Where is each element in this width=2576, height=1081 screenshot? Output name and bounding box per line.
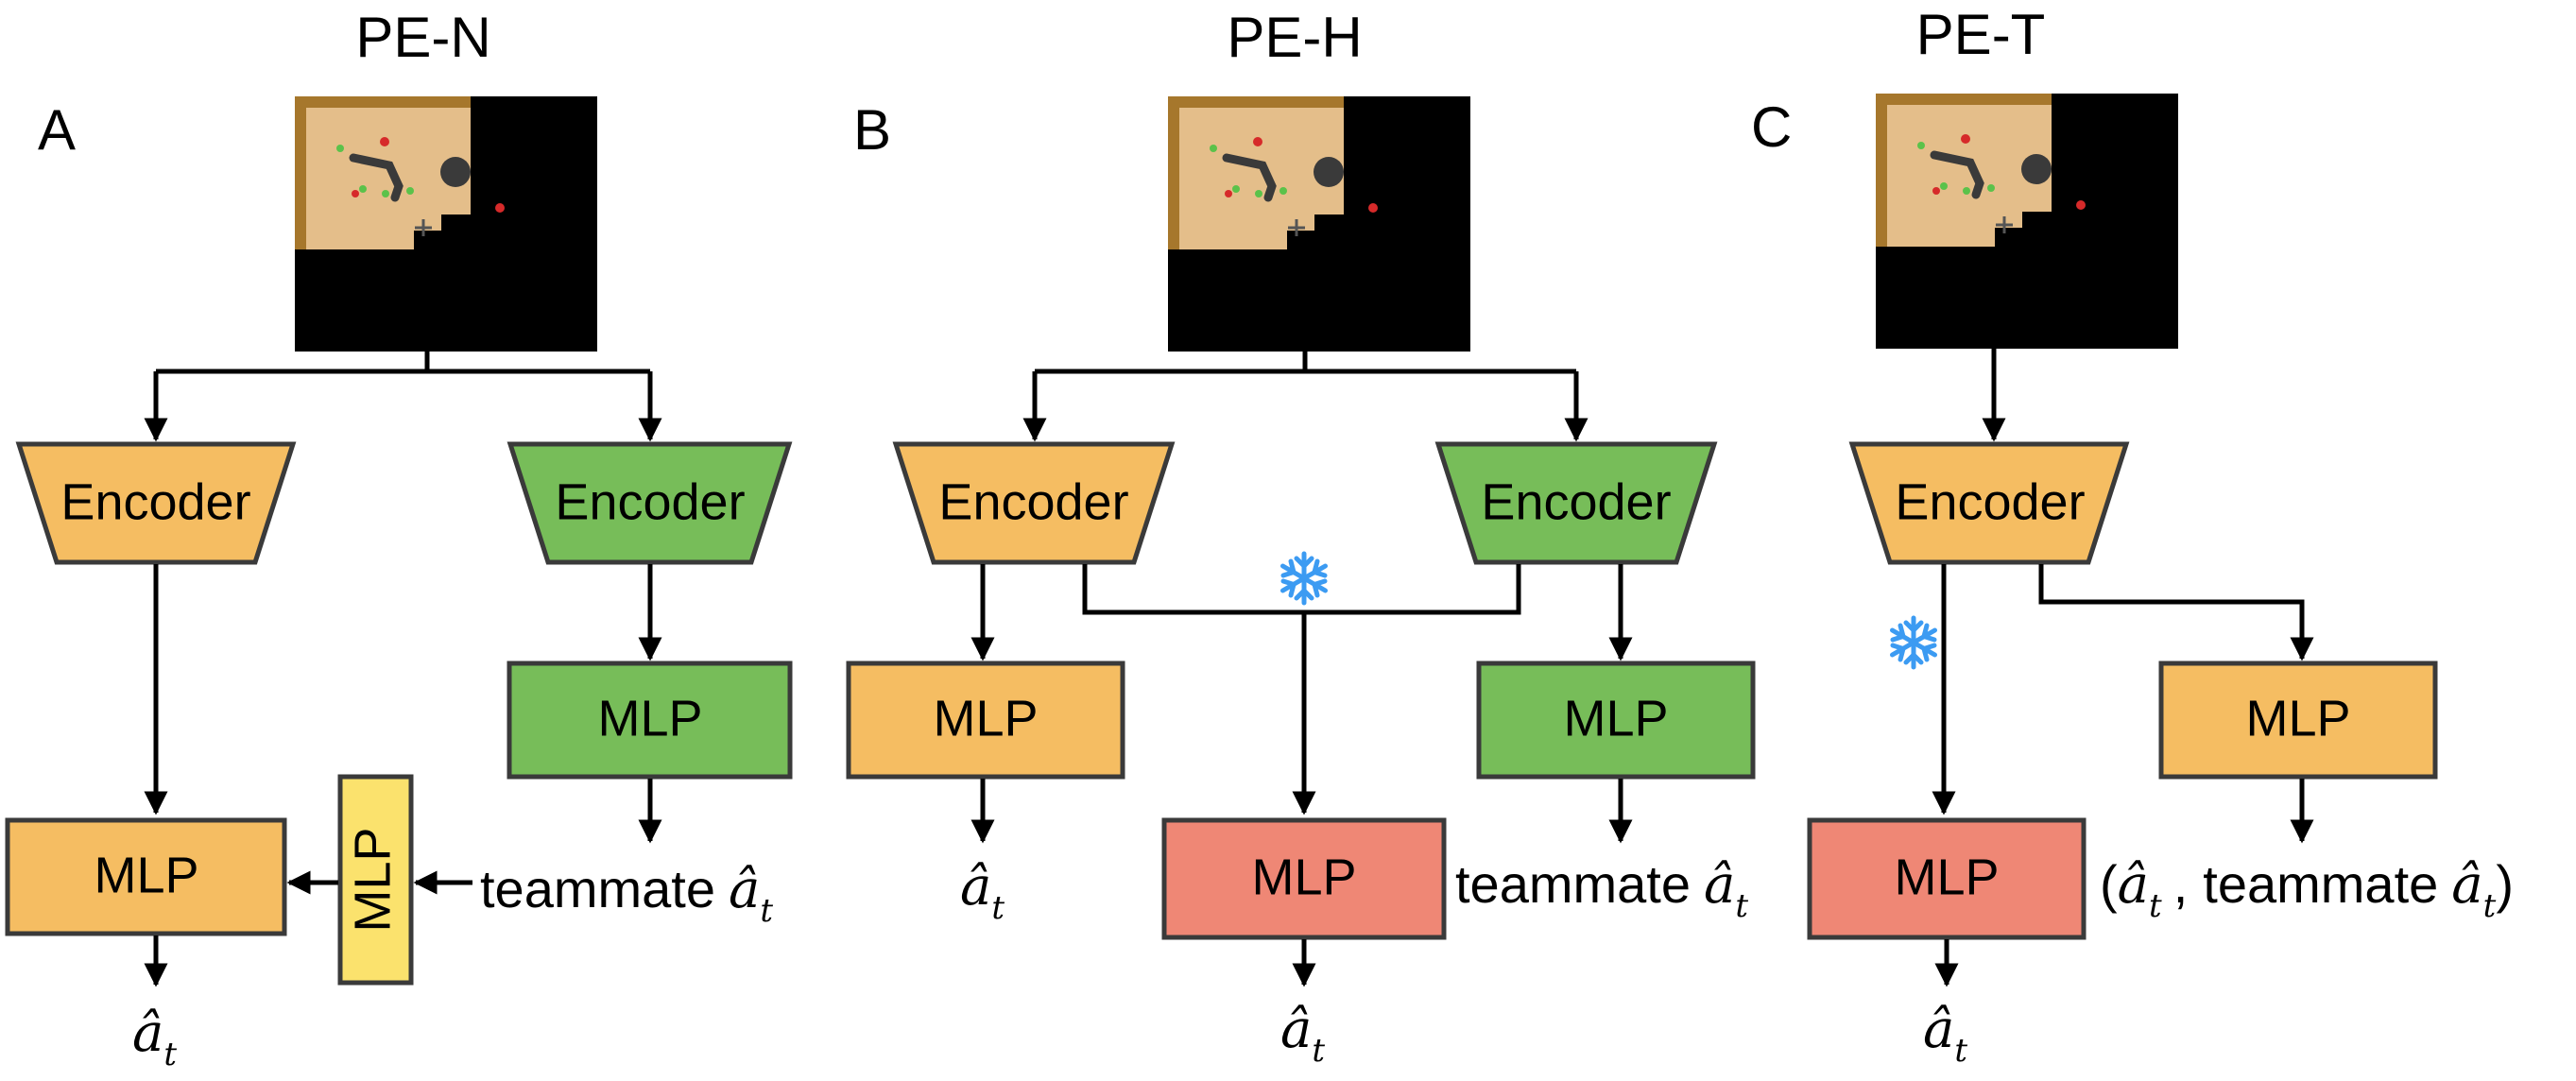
observation-image [1168,96,1470,352]
encoder-label: Encoder [1895,473,2085,530]
panel-letter-a: A [38,98,76,162]
encoder-orange [1848,441,2130,565]
encoder-orange [15,441,297,565]
encoder-orange [892,441,1176,565]
action-output: ât [1280,999,1325,1070]
panel-title-pe-n: PE-N [355,6,490,69]
mlp-label: MLP [1894,849,1999,905]
split-connector [156,352,650,374]
mlp-label: MLP [1563,690,1668,746]
observation-image [1876,94,2178,349]
encoder-green [1434,441,1718,565]
panel-title-pe-h: PE-H [1227,6,1362,69]
panel-letter-c: C [1751,95,1792,159]
action-output: ât [960,856,1005,927]
mlp-orange [2158,661,2438,780]
mlp-orange [846,661,1125,780]
mlp-green [1476,661,1756,780]
encoder-to-mlp-connector [2038,564,2314,661]
encoder-green [507,441,793,565]
panel-b: B PE-H Encoder Encoder MLP MLP ât teamma… [846,6,1756,1070]
mlp-label: MLP [597,690,702,746]
mlp-label: MLP [2245,690,2350,746]
mlp-orange [5,817,287,936]
mlp-label: MLP [94,847,198,903]
mlp-label: MLP [344,827,401,932]
action-output: ât [132,1003,177,1073]
mlp-label: MLP [1251,849,1356,905]
encoder-label: Encoder [60,473,250,530]
mlp-label: MLP [933,690,1038,746]
snowflake-icon [1893,618,1935,667]
encoder-label: Encoder [1481,473,1671,530]
mlp-green [507,661,793,780]
encoder-label: Encoder [938,473,1128,530]
encoder-label: Encoder [555,473,745,530]
mlp-red [1807,817,2087,940]
snowflake-icon [1283,554,1326,603]
panel-letter-b: B [853,98,891,162]
mlp-yellow-small [337,774,414,986]
split-connector [1035,352,1576,374]
observation-image [295,96,597,352]
mlp-red [1161,817,1447,940]
action-output: ât [1923,999,1967,1070]
panel-title-pe-t: PE-T [1916,3,2046,66]
